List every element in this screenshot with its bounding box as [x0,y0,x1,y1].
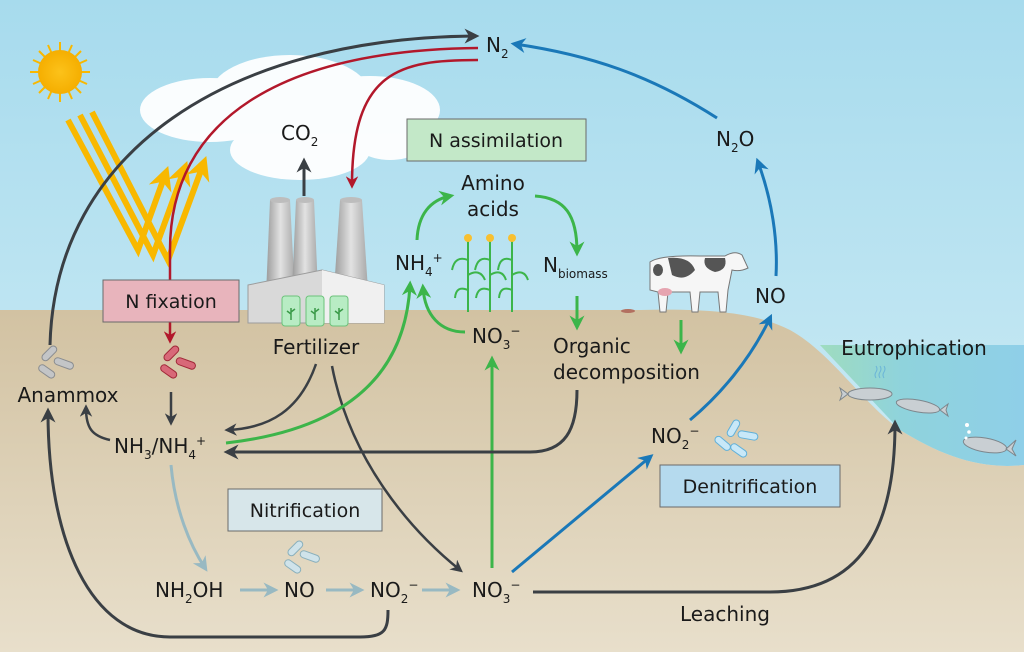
arrow-organic-to-nh3 [223,389,579,460]
bubbles-icon [964,423,971,440]
denitrification-label: Denitrification [683,476,818,498]
nh2oh-label: NH2OH [155,578,223,606]
nitrification-box: Nitrification [227,488,383,532]
arrow-fertilizer-to-nh3 [224,363,318,436]
stench-icon [874,365,886,379]
arrow-anammox-to-n2 [48,28,480,346]
arrow-nh3-to-nh2oh [169,464,208,572]
corn-tassels [464,234,516,242]
no2-nitrification-label: NO2− [370,578,418,606]
n-fixation-box: N fixation [102,279,240,323]
arrow-fertilizer-to-no3 [330,365,463,573]
co2-label: CO2 [281,121,318,149]
sun-icon [30,42,90,102]
n-fixing-bacteria-icon [160,345,196,379]
n2o-label: N2O [716,127,754,155]
n-fixation-label: N fixation [125,291,217,313]
arrow-no-to-n2o [754,157,778,277]
cow-illustration [621,252,749,313]
no2-denitrification-label: NO2− [651,424,699,452]
nitrifying-bacteria-icon [284,540,320,574]
fertilizer-label: Fertilizer [273,335,360,359]
n-biomass-label: Nbiomass [543,253,608,281]
no3-plant-label: NO3− [472,324,520,352]
nitrification-label: Nitrification [250,500,360,522]
anammox-bacteria-icon [38,345,74,379]
no3-soil-label: NO3− [472,578,520,606]
sunlight-rays [65,110,210,268]
fish-illustration [839,386,1017,457]
leaching-label: Leaching [680,602,770,626]
arrow-no2-to-no [689,313,773,422]
arrow-n2o-to-n2 [510,38,718,120]
nh3-nh4-label: NH3/NH4+ [114,434,206,462]
n-assimilation-label: N assimilation [429,130,563,152]
arrow-nh3-to-anammox [79,404,111,442]
arrow-nh3-to-plant-nh4 [225,280,417,445]
arrow-n2-to-factory [345,58,479,189]
arrow-nh4-to-amino [415,190,455,241]
crop-plants [451,240,529,312]
denitrification-box: Denitrification [659,464,841,508]
arrow-n2-to-fixation [163,46,479,344]
denitrifying-bacteria-icon [714,419,759,458]
n2-label: N2 [486,33,509,61]
fertilizer-factory [247,197,385,327]
no-soil-label: NO [284,578,315,602]
arrow-amino-to-biomass [534,194,585,257]
arrow-no2-to-anammox [40,407,390,639]
no-atmosphere-label: NO [755,284,786,308]
arrow-no3-to-nh4 [416,283,466,334]
eutrophication-label: Eutrophication [841,336,987,360]
arrow-no3-to-no2 [511,454,654,574]
soil-ground [0,309,1024,652]
nh4-plant-label: NH4+ [395,251,443,279]
anammox-label: Anammox [17,383,118,407]
arrow-leaching [533,419,903,594]
n-assimilation-box: N assimilation [406,118,587,162]
